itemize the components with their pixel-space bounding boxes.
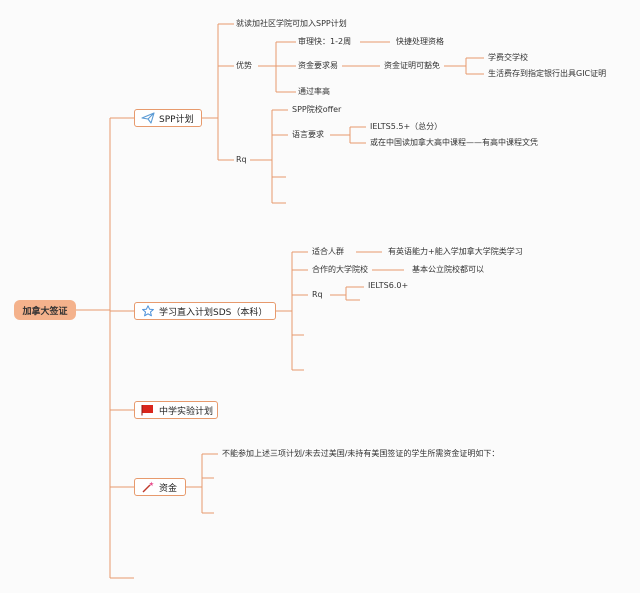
spp-language-item: IELTS5.5+（总分） [370,122,443,131]
spp-language-label: 语言要求 [292,130,324,139]
sds-audience-label: 适合人群 [312,247,344,256]
spp-fast-label: 审理快：1-2周 [298,37,352,46]
magic-wand-icon [141,481,155,493]
spp-label: SPP计划 [159,114,194,125]
sds-audience-detail: 有英语能力+能入学加拿大学院类学习 [388,247,523,256]
spp-funds-item: 学费交学校 [488,53,528,62]
spp-funds-item: 生活费存到指定银行出具GIC证明 [488,69,607,78]
spp-rq-label: Rq [236,155,247,164]
sds-rq-ielts: IELTS6.0+ [368,281,409,290]
red-flag-icon [141,404,155,416]
spp-intro: 就读加社区学院可加入SPP计划 [236,19,347,28]
funds-note: 不能参加上述三项计划/未去过美国/未持有美国签证的学生所需资金证明如下： [222,449,500,458]
spp-fast-detail: 快捷处理资格 [396,37,444,46]
spp-approval: 通过率高 [298,87,330,96]
spp-funds-detail: 资金证明可豁免 [384,61,440,70]
funds-node[interactable]: 资金 [134,478,186,496]
highschool-node[interactable]: 中学实验计划 [134,401,218,419]
spp-advantages-label: 优势 [236,61,252,70]
sds-rq-label: Rq [312,290,323,299]
spp-node[interactable]: SPP计划 [134,109,202,127]
highschool-label: 中学实验计划 [159,406,214,417]
root-node[interactable]: 加拿大签证 [14,300,76,320]
spp-funds-label: 资金要求易 [298,61,338,70]
sds-partners-label: 合作的大学院校 [312,265,368,274]
sds-label: 学习直入计划SDS（本科） [159,307,268,318]
spp-language-item: 或在中国读加拿大高中课程——有高中课程文凭 [370,138,538,147]
star-icon [141,305,155,317]
funds-label: 资金 [159,483,178,494]
sds-node[interactable]: 学习直入计划SDS（本科） [134,302,276,320]
spp-rq-offer: SPP院校offer [292,105,342,114]
sds-partners-detail: 基本公立院校都可以 [412,265,484,274]
paper-plane-icon [141,112,155,124]
